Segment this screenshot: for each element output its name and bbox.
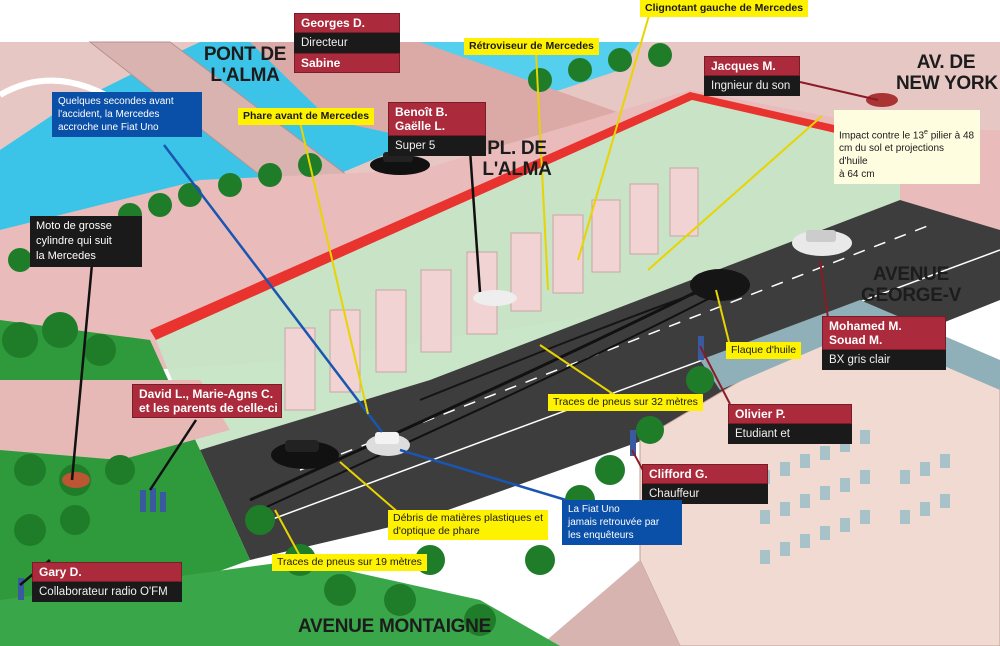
label-avenue-montaigne: AVENUE MONTAIGNE [298, 616, 491, 637]
witness-benoit-gaelle: Benoît B. Gaëlle L. Super 5 [388, 102, 486, 156]
note-retroviseur: Rétroviseur de Mercedes [464, 38, 599, 55]
witness-name: David L., Marie-Agns C. et les parents d… [132, 384, 282, 418]
note-quelques-secondes: Quelques secondes avant l'accident, la M… [52, 92, 202, 137]
note-impact-sup: e [924, 129, 928, 136]
witness-name: Jacques M. [704, 56, 800, 76]
car-new-york [866, 93, 898, 107]
note-flaque: Flaque d'huile [726, 342, 802, 359]
crashed-mercedes [690, 269, 750, 301]
witness-name: Sabine [294, 53, 400, 73]
note-traces-19: Traces de pneus sur 19 mètres [272, 554, 427, 571]
witness-name: Olivier P. [728, 404, 852, 424]
label-avenue-george-v: AVENUE GEORGE-V [860, 264, 961, 306]
witness-role: BX gris clair [822, 350, 946, 370]
witness-name: Clifford G. [642, 464, 768, 484]
bx-car [792, 230, 852, 256]
witness-mohamed-souad: Mohamed M. Souad M. BX gris clair [822, 316, 946, 370]
witness-role: Etudiant et [728, 424, 852, 444]
witness-name: Gary D. [32, 562, 182, 582]
witness-name: Georges D. [294, 13, 400, 33]
witness-david-marie: David L., Marie-Agns C. et les parents d… [132, 384, 282, 418]
motorbike [62, 472, 90, 488]
witness-olivier: Olivier P. Etudiant et [728, 404, 852, 444]
note-impact-text: Impact contre le 13 [839, 130, 925, 142]
label-pont-alma: PONT DE L'ALMA [203, 44, 287, 86]
witness-jacques: Jacques M. Ingnieur du son [704, 56, 800, 96]
white-car-tunnel [473, 290, 517, 306]
witness-role: Collaborateur radio O'FM [32, 582, 182, 602]
note-traces-32: Traces de pneus sur 32 mètres [548, 394, 703, 411]
witness-georges: Georges D. Directeur Sabine [294, 13, 400, 73]
note-fiat-uno: La Fiat Uno jamais retrouvée par les enq… [562, 500, 682, 545]
witness-gary: Gary D. Collaborateur radio O'FM [32, 562, 182, 602]
note-phare: Phare avant de Mercedes [238, 108, 375, 125]
note-clignotant: Clignotant gauche de Mercedes [640, 0, 809, 17]
witness-name: Benoît B. Gaëlle L. [388, 102, 486, 136]
tunnel-road [200, 200, 1000, 560]
fiat-uno-car [366, 432, 410, 456]
witness-role: Chauffeur [642, 484, 768, 504]
note-moto: Moto de grosse cylindre qui suit la Merc… [30, 216, 142, 267]
witness-role: Super 5 [388, 136, 486, 156]
mercedes-car [271, 440, 339, 469]
label-pl-alma: PL. DE L'ALMA [482, 138, 552, 180]
witness-clifford: Clifford G. Chauffeur [642, 464, 768, 504]
note-impact-text: pilier à 48 cm du sol et projections d'h… [839, 130, 975, 181]
label-av-new-york: AV. DE NEW YORK [896, 52, 998, 94]
note-debris: Débris de matières plastiques et d'optiq… [388, 510, 548, 540]
witness-role: Ingnieur du son [704, 76, 800, 96]
witness-name: Mohamed M. Souad M. [822, 316, 946, 350]
witness-role: Directeur [294, 33, 400, 53]
note-impact: Impact contre le 13e pilier à 48 cm du s… [834, 110, 980, 185]
